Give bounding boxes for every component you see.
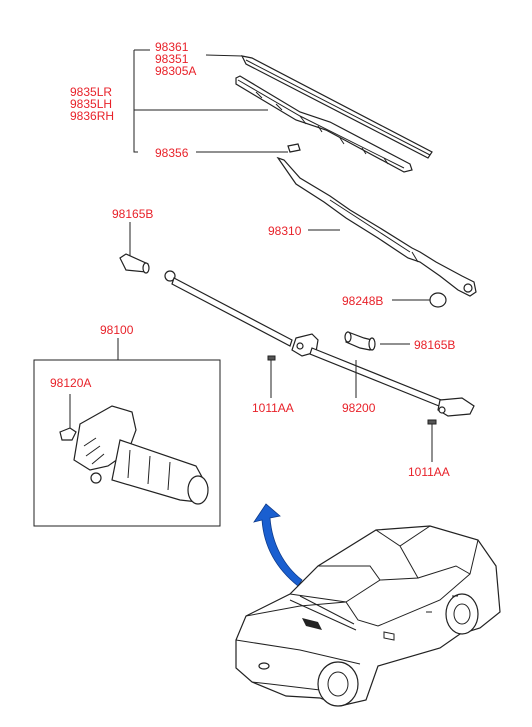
bolt-1011AA-mid [267, 355, 276, 372]
label-98356: 98356 [155, 146, 189, 160]
label-1011AA-mid: 1011AA [252, 401, 294, 415]
label-98310: 98310 [268, 224, 302, 238]
bushing-98165B-right [344, 331, 376, 351]
label-98100: 98100 [100, 323, 134, 337]
label-98361: 98361 [155, 40, 189, 54]
label-98120A: 98120A [50, 376, 91, 390]
label-9835LR: 9835LR [70, 85, 112, 99]
label-98165B-right: 98165B [414, 338, 455, 352]
label-9836RH: 9836RH [70, 109, 114, 123]
bushing-98165B-left [119, 253, 150, 274]
wiper-blade-frame [235, 75, 413, 173]
part-labels: 98361 98351 98305A 9835LR 9835LH 9836RH … [50, 40, 455, 479]
label-98248B: 98248B [342, 294, 383, 308]
pivot-cap-98248B [429, 292, 447, 308]
label-98200: 98200 [342, 401, 376, 415]
wiper-arm [276, 156, 477, 297]
motor-assembly-box [33, 359, 221, 527]
label-98351: 98351 [155, 52, 189, 66]
label-98305A: 98305A [155, 64, 196, 78]
bolt-1011AA-bottom [427, 419, 437, 438]
wiper-motor-98100 [73, 405, 209, 505]
wiper-blade-refill [240, 55, 433, 159]
label-98165B-top: 98165B [112, 207, 153, 221]
label-1011AA-bottom: 1011AA [408, 465, 450, 479]
car-illustration [235, 525, 501, 707]
blade-clip-98356 [287, 143, 301, 153]
location-arrow [253, 503, 303, 587]
wiper-linkage-98200 [164, 270, 475, 417]
leader-lines [69, 49, 433, 462]
label-9835LH: 9835LH [70, 97, 112, 111]
motor-grommet-98120A [59, 427, 77, 441]
